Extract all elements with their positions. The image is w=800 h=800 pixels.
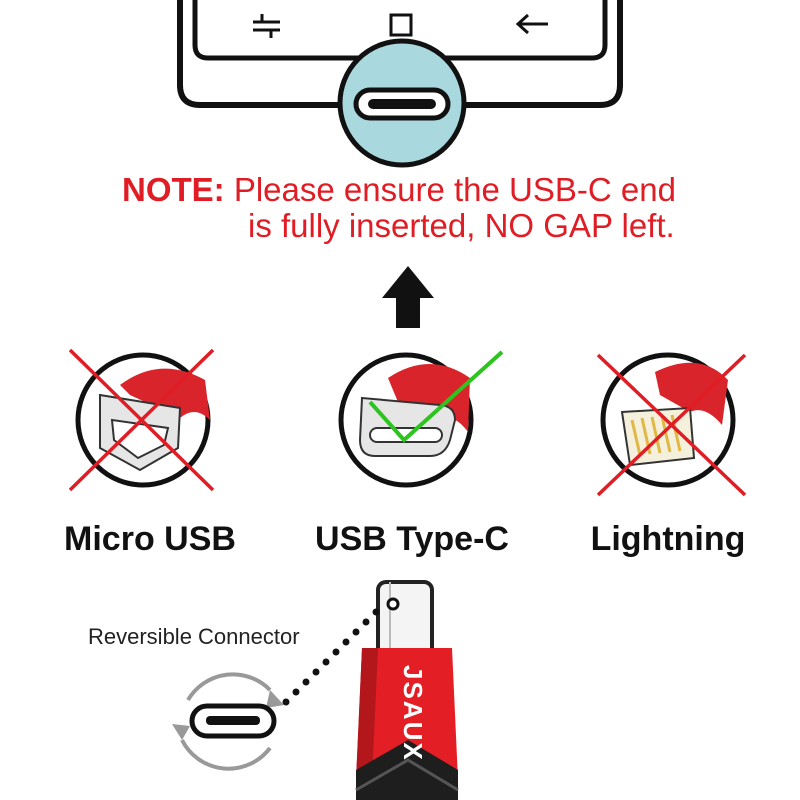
- jsaux-logo: JSAUX: [398, 665, 428, 762]
- note-line-1: Please ensure the USB-C end: [233, 171, 676, 208]
- recent-apps-icon: [253, 14, 280, 38]
- usb-c-port-icon: [337, 38, 467, 168]
- green-check-icon: [368, 350, 504, 443]
- dotted-callout-line: [282, 608, 380, 706]
- connector-comparison: [68, 348, 747, 497]
- phone-illustration: [177, 0, 623, 168]
- home-icon: [389, 13, 413, 37]
- micro-usb-label: Micro USB: [64, 520, 236, 558]
- usb-c-connector-icon: [338, 352, 474, 488]
- note-line-2: is fully inserted, NO GAP left.: [248, 207, 675, 244]
- lightning-label: Lightning: [590, 520, 746, 558]
- back-icon: [515, 13, 548, 35]
- red-x-icon: [596, 353, 747, 497]
- cable-housing: [355, 648, 459, 800]
- red-x-icon: [68, 348, 215, 492]
- reversible-port-icon: [172, 672, 284, 771]
- reversible-connector-label: Reversible Connector: [88, 624, 300, 649]
- note-label: NOTE:: [122, 171, 225, 208]
- usb-type-c-label: USB Type-C: [315, 520, 509, 558]
